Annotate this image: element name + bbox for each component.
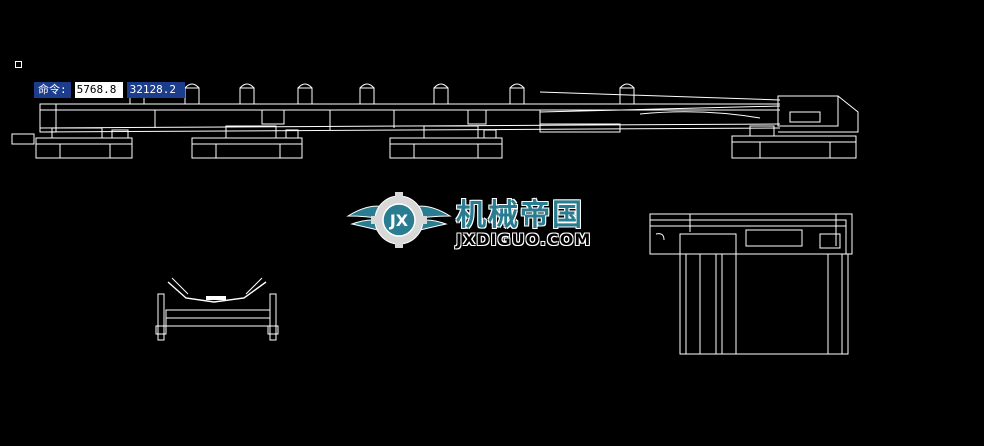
gear-wings-emblem-icon: JX xyxy=(346,192,452,248)
crawler-track-2 xyxy=(191,109,303,159)
crawler-track-3 xyxy=(389,109,503,159)
y-coordinate-input[interactable]: 32128.2 xyxy=(126,82,185,98)
head-drive-unit xyxy=(731,95,859,159)
conveyor-elevation-view xyxy=(11,83,859,159)
carry-idler-row xyxy=(129,83,635,105)
conveyor-cross-section-view xyxy=(155,277,279,341)
watermark-title: 机械帝国 xyxy=(456,198,584,233)
svg-text:JX: JX xyxy=(389,211,409,230)
watermark-url: JXDIGUO.COM xyxy=(456,230,592,249)
snap-marker-icon xyxy=(15,61,22,68)
head-section-detail-view xyxy=(649,213,853,355)
command-coordinate-readout[interactable]: 命令: 5768.8 32128.2 xyxy=(34,82,185,98)
command-prompt-label: 命令: xyxy=(34,82,71,98)
watermark-logo: JX 机械帝国 JXDIGUO.COM xyxy=(344,186,644,256)
x-coordinate-input[interactable]: 5768.8 xyxy=(74,82,123,98)
crawler-track-1 xyxy=(35,127,133,159)
